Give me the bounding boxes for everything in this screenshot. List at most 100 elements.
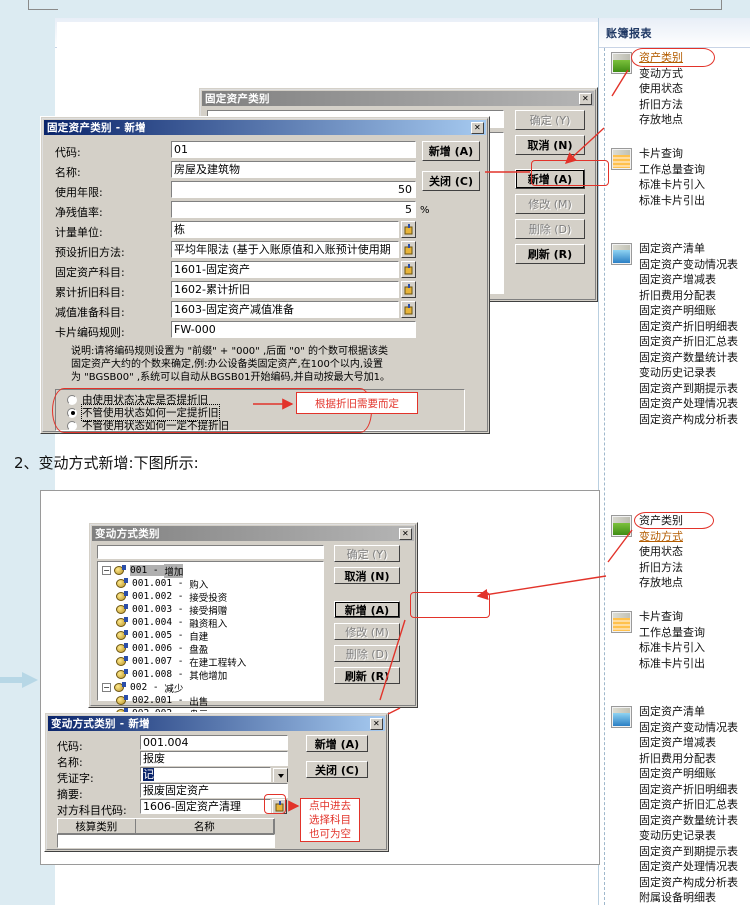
- column-header-category[interactable]: 核算类别: [58, 819, 136, 833]
- asset-account-picker-icon[interactable]: [401, 261, 416, 278]
- name-input[interactable]: 报废: [139, 750, 289, 767]
- refresh-button[interactable]: 刷新 (R): [334, 667, 400, 684]
- sidebar-item-workload-query[interactable]: 工作总量查询: [639, 162, 705, 176]
- collapse-icon[interactable]: −: [102, 566, 111, 575]
- name-input[interactable]: 房屋及建筑物: [170, 160, 417, 179]
- sidebar-item-change-history[interactable]: 变动历史记录表: [639, 366, 716, 379]
- sidebar-item-workload-query[interactable]: 工作总量查询: [639, 625, 705, 639]
- tree-node[interactable]: 001.008 - 其他增加: [116, 668, 227, 682]
- sidebar-item-storage-location[interactable]: 存放地点: [639, 113, 683, 126]
- tree-node[interactable]: 002.001 - 出售: [116, 694, 208, 708]
- sidebar-item-depreciation-method[interactable]: 折旧方法: [639, 560, 683, 574]
- sidebar-item-depreciation-detail[interactable]: 固定资产折旧明细表: [639, 319, 738, 333]
- depreciation-method-picker-icon[interactable]: [401, 241, 416, 258]
- sidebar-item-quantity-stats[interactable]: 固定资产数量统计表: [639, 813, 738, 827]
- sidebar-item-depreciation-allocation[interactable]: 折旧费用分配表: [639, 288, 716, 302]
- sidebar-item-composition-analysis[interactable]: 固定资产构成分析表: [639, 875, 738, 889]
- impairment-account-input[interactable]: 1603-固定资产减值准备: [170, 300, 400, 319]
- sidebar-item-depreciation-summary[interactable]: 固定资产折旧汇总表: [639, 335, 738, 348]
- tree-node[interactable]: 001.006 - 盘盈: [116, 642, 208, 656]
- unit-picker-icon[interactable]: [401, 221, 416, 238]
- close-icon[interactable]: ✕: [370, 717, 383, 730]
- modify-button[interactable]: 修改 (M): [334, 623, 400, 640]
- sidebar-item-asset-increase-decrease[interactable]: 固定资产增减表: [639, 273, 716, 286]
- card-code-rule-input[interactable]: FW-000: [170, 320, 417, 339]
- close-icon[interactable]: ✕: [471, 121, 484, 134]
- accum-depreciation-picker-icon[interactable]: [401, 281, 416, 298]
- change-method-tree-pane[interactable]: − 001 - 增加 001.001 - 购入 001.002 - 接受投资 0…: [96, 560, 325, 747]
- sidebar-item-depreciation-allocation[interactable]: 折旧费用分配表: [639, 751, 716, 765]
- tree-node[interactable]: − 002 - 减少: [102, 682, 184, 695]
- sidebar-item-quantity-stats[interactable]: 固定资产数量统计表: [639, 350, 738, 364]
- dialog-add-button[interactable]: 新增 (A): [306, 735, 368, 752]
- ok-button[interactable]: 确定 (Y): [515, 110, 585, 130]
- chevron-down-icon[interactable]: [273, 768, 288, 783]
- add-button[interactable]: 新增 (A): [334, 601, 400, 618]
- voucher-word-combo-input[interactable]: 记: [139, 766, 272, 783]
- tree-node[interactable]: 001.001 - 购入: [116, 577, 208, 591]
- sidebar-item-asset-change-report[interactable]: 固定资产变动情况表: [639, 720, 738, 734]
- cancel-button[interactable]: 取消 (N): [515, 135, 585, 155]
- sidebar-item-card-export[interactable]: 标准卡片引出: [639, 193, 705, 207]
- sidebar-item-depreciation-summary[interactable]: 固定资产折旧汇总表: [639, 798, 738, 811]
- tree-node[interactable]: 001.004 - 融资租入: [116, 616, 227, 630]
- sidebar-item-card-import[interactable]: 标准卡片引入: [639, 641, 705, 654]
- sidebar-item-change-history[interactable]: 变动历史记录表: [639, 829, 716, 842]
- sidebar-item-expiry-reminder[interactable]: 固定资产到期提示表: [639, 381, 738, 395]
- dialog-close-button[interactable]: 关闭 (C): [422, 171, 480, 191]
- sidebar-item-asset-ledger[interactable]: 固定资产明细账: [639, 767, 716, 780]
- sidebar-item-depreciation-method[interactable]: 折旧方法: [639, 97, 683, 111]
- accounting-category-table-body[interactable]: [57, 834, 275, 848]
- delete-button[interactable]: 删除 (D): [334, 645, 400, 662]
- sidebar-item-asset-category[interactable]: 资产类别: [639, 51, 683, 64]
- counter-account-input[interactable]: 1606-固定资产清理: [139, 798, 272, 815]
- close-icon[interactable]: ✕: [579, 92, 592, 105]
- sidebar-item-asset-change-report[interactable]: 固定资产变动情况表: [639, 257, 738, 271]
- useful-life-input[interactable]: 50: [170, 180, 417, 199]
- cancel-button[interactable]: 取消 (N): [334, 567, 400, 584]
- sidebar-item-depreciation-detail[interactable]: 固定资产折旧明细表: [639, 782, 738, 796]
- ok-button[interactable]: 确定 (Y): [334, 545, 400, 562]
- sidebar-item-attached-equipment[interactable]: 附属设备明细表: [639, 891, 716, 904]
- sidebar-item-change-method[interactable]: 变动方式: [639, 529, 683, 543]
- close-icon[interactable]: ✕: [399, 527, 412, 540]
- sidebar-item-card-import[interactable]: 标准卡片引入: [639, 178, 705, 191]
- sidebar-item-asset-ledger[interactable]: 固定资产明细账: [639, 304, 716, 317]
- tree-node[interactable]: 001.003 - 接受捐赠: [116, 603, 227, 617]
- sidebar-item-asset-category[interactable]: 资产类别: [639, 514, 683, 527]
- sidebar-item-asset-list[interactable]: 固定资产清单: [639, 242, 705, 255]
- sidebar-item-asset-list[interactable]: 固定资产清单: [639, 705, 705, 718]
- sidebar-item-card-query[interactable]: 卡片查询: [639, 147, 683, 160]
- sidebar-item-card-query[interactable]: 卡片查询: [639, 610, 683, 623]
- sidebar-item-expiry-reminder[interactable]: 固定资产到期提示表: [639, 844, 738, 858]
- dialog-close-button[interactable]: 关闭 (C): [306, 761, 368, 778]
- tree-node[interactable]: − 001 - 增加: [102, 563, 184, 578]
- sidebar-item-usage-status[interactable]: 使用状态: [639, 82, 683, 95]
- summary-input[interactable]: 报废固定资产: [139, 782, 289, 799]
- modify-button[interactable]: 修改 (M): [515, 194, 585, 214]
- tree-node[interactable]: 001.007 - 在建工程转入: [116, 655, 246, 669]
- sidebar-item-disposal-report[interactable]: 固定资产处理情况表: [639, 397, 738, 410]
- sidebar-item-composition-analysis[interactable]: 固定资产构成分析表: [639, 412, 738, 426]
- sidebar-item-disposal-report[interactable]: 固定资产处理情况表: [639, 860, 738, 873]
- sidebar-item-storage-location[interactable]: 存放地点: [639, 576, 683, 589]
- sidebar-item-usage-status[interactable]: 使用状态: [639, 545, 683, 558]
- tree-node[interactable]: 001.002 - 接受投资: [116, 590, 227, 604]
- dialog-add-button[interactable]: 新增 (A): [422, 141, 480, 161]
- depreciation-method-input[interactable]: 平均年限法 (基于入账原值和入账预计使用期: [170, 240, 400, 259]
- refresh-button[interactable]: 刷新 (R): [515, 244, 585, 264]
- change-method-search-field[interactable]: [96, 544, 325, 560]
- unit-input[interactable]: 栋: [170, 220, 400, 239]
- sidebar-item-change-method[interactable]: 变动方式: [639, 66, 683, 80]
- salvage-rate-input[interactable]: 5: [170, 200, 417, 219]
- asset-account-input[interactable]: 1601-固定资产: [170, 260, 400, 279]
- tree-node[interactable]: 001.005 - 自建: [116, 629, 208, 643]
- impairment-picker-icon[interactable]: [401, 301, 416, 318]
- column-header-name[interactable]: 名称: [136, 819, 274, 833]
- delete-button[interactable]: 删除 (D): [515, 219, 585, 239]
- collapse-icon[interactable]: −: [102, 683, 111, 692]
- sidebar-item-card-export[interactable]: 标准卡片引出: [639, 656, 705, 670]
- accum-depreciation-account-input[interactable]: 1602-累计折旧: [170, 280, 400, 299]
- code-input[interactable]: 01: [170, 140, 417, 159]
- sidebar-item-asset-increase-decrease[interactable]: 固定资产增减表: [639, 736, 716, 749]
